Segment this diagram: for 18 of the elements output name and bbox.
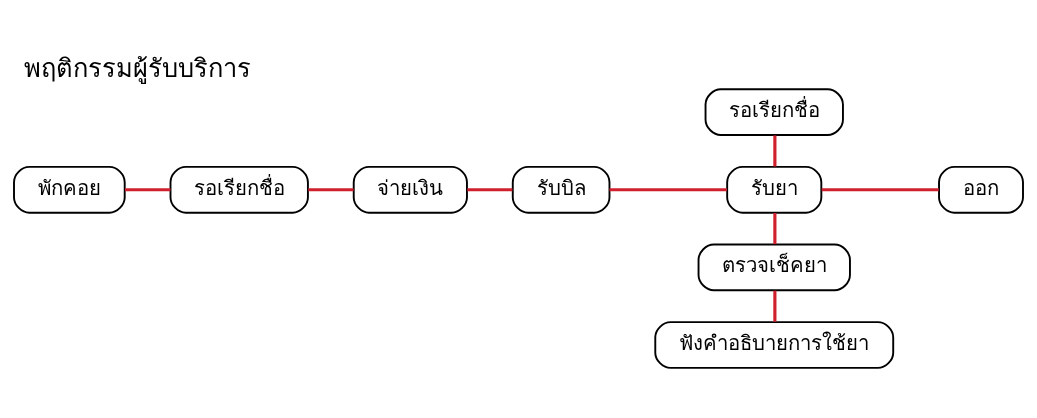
diagram-title: พฤติกรรมผู้รับบริการ (23, 52, 251, 83)
connector (773, 290, 777, 322)
connector (308, 187, 354, 191)
node-box: ออก (938, 165, 1024, 214)
node-box: พักคอย (13, 165, 126, 214)
connector (609, 187, 727, 191)
node-box: ตรวจเช็คยา (697, 243, 851, 291)
connector (821, 187, 939, 191)
connector (773, 212, 777, 244)
connector (467, 187, 513, 191)
node-box: รับยา (726, 165, 823, 214)
connector (124, 187, 171, 191)
node-box: รับบิล (511, 165, 611, 214)
node-box: รอเรียกชื่อ (169, 165, 309, 214)
node-box: ฟังคำอธิบายการใช้ยา (654, 320, 895, 369)
connector (773, 134, 777, 166)
node-box: จ่ายเงิน (352, 165, 468, 214)
node-box: รอเรียกชื่อ (704, 87, 844, 136)
